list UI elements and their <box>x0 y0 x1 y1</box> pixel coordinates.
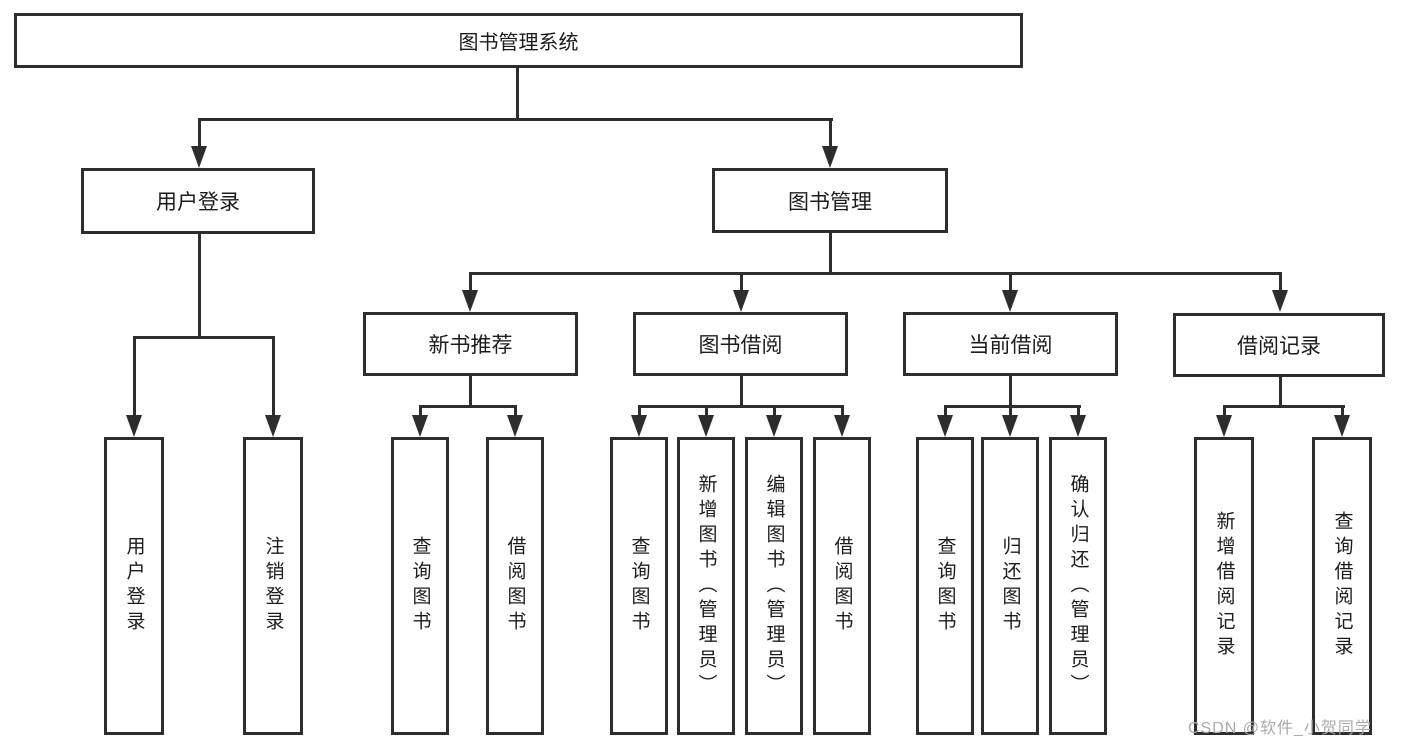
node-new-book-recommend-label: 新书推荐 <box>428 334 513 357</box>
connector-to-leaf-add-borrow-record <box>1223 405 1226 417</box>
arrowhead-icon <box>191 146 207 168</box>
leaf-add-borrow-record: 新增借阅记录 <box>1194 437 1254 735</box>
connector-to-leaf-query-books-recommend <box>419 405 422 417</box>
arrowhead-icon <box>1216 415 1232 437</box>
connector-root-to-book-management <box>829 118 832 150</box>
connector-to-leaf-return-books <box>1009 405 1012 417</box>
leaf-borrow-books-borrowing-label: 借阅图书 <box>831 536 853 636</box>
connector-to-leaf-query-books-borrowing <box>638 405 641 417</box>
leaf-query-books-current-label: 查询图书 <box>934 536 956 636</box>
leaf-logout-label: 注销登录 <box>262 536 284 636</box>
leaf-user-login-label: 用户登录 <box>123 536 145 636</box>
leaf-borrow-books-borrowing: 借阅图书 <box>813 437 871 735</box>
node-current-borrowing-label: 当前借阅 <box>968 334 1053 357</box>
connector-to-new-book-recommend <box>469 272 472 292</box>
connector-to-leaf-query-borrow-record <box>1341 405 1344 417</box>
arrowhead-icon <box>1002 415 1018 437</box>
arrowhead-icon <box>937 415 953 437</box>
leaf-return-books: 归还图书 <box>981 437 1039 735</box>
connector-to-leaf-edit-books-admin <box>773 405 776 417</box>
arrowhead-icon <box>834 415 850 437</box>
node-book-management: 图书管理 <box>712 168 948 233</box>
connector-borrowing-records-stem <box>1279 375 1282 407</box>
arrowhead-icon <box>1070 415 1086 437</box>
connector-book-management-branch <box>469 272 1282 275</box>
node-library-system: 图书管理系统 <box>14 13 1023 68</box>
node-borrowing-records: 借阅记录 <box>1173 313 1385 377</box>
leaf-return-books-label: 归还图书 <box>999 536 1021 636</box>
node-book-borrowing-label: 图书借阅 <box>698 334 783 357</box>
arrowhead-icon <box>1272 290 1288 312</box>
node-new-book-recommend: 新书推荐 <box>363 312 578 376</box>
node-borrowing-records-label: 借阅记录 <box>1237 335 1321 358</box>
connector-to-current-borrowing <box>1009 272 1012 292</box>
connector-book-management-stem <box>829 231 832 274</box>
node-book-management-label: 图书管理 <box>788 190 872 214</box>
connector-root-stem <box>516 66 519 120</box>
leaf-query-books-borrowing-label: 查询图书 <box>628 536 650 636</box>
connector-user-login-stem <box>198 232 201 338</box>
arrowhead-icon <box>126 415 142 437</box>
leaf-edit-books-admin-label: 编辑图书（管理员） <box>763 473 785 699</box>
leaf-logout: 注销登录 <box>243 437 303 735</box>
leaf-query-books-current: 查询图书 <box>916 437 974 735</box>
connector-to-leaf-borrow-books-recommend <box>514 405 517 417</box>
connector-current-borrowing-branch <box>944 405 1081 408</box>
connector-to-leaf-query-books-current <box>944 405 947 417</box>
connector-to-leaf-user-login <box>133 336 136 418</box>
leaf-add-books-admin-label: 新增图书（管理员） <box>695 473 717 699</box>
connector-user-login-branch <box>133 336 275 339</box>
arrowhead-icon <box>265 415 281 437</box>
node-user-login-label: 用户登录 <box>156 191 240 214</box>
arrowhead-icon <box>822 146 838 168</box>
connector-to-leaf-add-books-admin <box>705 405 708 417</box>
leaf-borrow-books-recommend: 借阅图书 <box>486 437 544 735</box>
connector-new-book-recommend-stem <box>469 374 472 407</box>
leaf-edit-books-admin: 编辑图书（管理员） <box>745 437 803 735</box>
connector-root-to-user-login <box>198 118 201 150</box>
connector-to-leaf-logout <box>272 336 275 418</box>
arrowhead-icon <box>733 290 749 312</box>
connector-new-book-recommend-branch <box>419 405 517 408</box>
leaf-query-books-borrowing: 查询图书 <box>610 437 668 735</box>
connector-to-leaf-borrow-books-borrowing <box>841 405 844 417</box>
connector-to-borrowing-records <box>1279 272 1282 292</box>
leaf-add-borrow-record-label: 新增借阅记录 <box>1213 511 1235 661</box>
connector-borrowing-records-branch <box>1223 405 1345 408</box>
connector-book-borrowing-stem <box>740 374 743 407</box>
leaf-borrow-books-recommend-label: 借阅图书 <box>504 536 526 636</box>
leaf-confirm-return-admin-label: 确认归还（管理员） <box>1067 473 1089 699</box>
leaf-query-books-recommend-label: 查询图书 <box>409 536 431 636</box>
leaf-user-login: 用户登录 <box>104 437 164 735</box>
leaf-query-books-recommend: 查询图书 <box>391 437 449 735</box>
csdn-watermark: CSDN @软件_小贺同学 <box>1188 720 1372 737</box>
node-book-borrowing: 图书借阅 <box>633 312 848 376</box>
node-library-system-label: 图书管理系统 <box>458 32 579 54</box>
arrowhead-icon <box>766 415 782 437</box>
arrowhead-icon <box>507 415 523 437</box>
leaf-query-borrow-record-label: 查询借阅记录 <box>1331 511 1353 661</box>
leaf-add-books-admin: 新增图书（管理员） <box>677 437 735 735</box>
connector-current-borrowing-stem <box>1009 374 1012 407</box>
node-current-borrowing: 当前借阅 <box>903 312 1118 376</box>
leaf-confirm-return-admin: 确认归还（管理员） <box>1049 437 1107 735</box>
arrowhead-icon <box>1002 290 1018 312</box>
arrowhead-icon <box>698 415 714 437</box>
arrowhead-icon <box>631 415 647 437</box>
connector-to-book-borrowing <box>740 272 743 292</box>
leaf-query-borrow-record: 查询借阅记录 <box>1312 437 1372 735</box>
arrowhead-icon <box>412 415 428 437</box>
arrowhead-icon <box>462 290 478 312</box>
connector-root-branch <box>198 118 833 121</box>
node-user-login: 用户登录 <box>81 168 315 234</box>
connector-to-leaf-confirm-return-admin <box>1077 405 1080 417</box>
arrowhead-icon <box>1334 415 1350 437</box>
connector-book-borrowing-branch <box>638 405 844 408</box>
